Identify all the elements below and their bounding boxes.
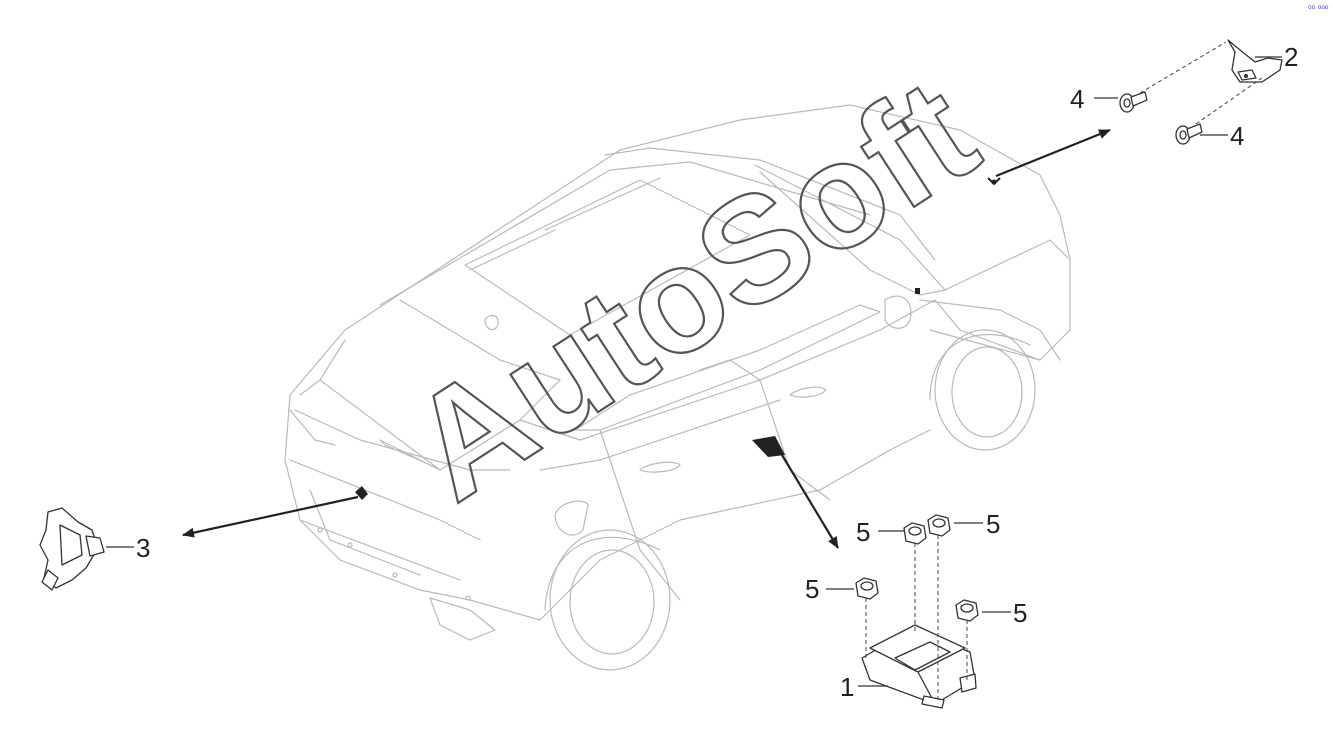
callout-4-left: 4 (1070, 84, 1084, 114)
sensor-mark-front-dot (991, 179, 997, 185)
arrow-to-sensor (182, 495, 359, 538)
sensor-mark-rear (355, 486, 368, 500)
nut-part-top-left (903, 522, 927, 545)
windshield-mark (915, 288, 920, 294)
arrow-to-module (781, 454, 839, 549)
control-module-part (861, 624, 977, 709)
callout-1: 1 (840, 672, 854, 702)
bolt-part-left (1119, 91, 1148, 113)
arrow-to-bracket (995, 128, 1111, 178)
vehicle-outline (284, 104, 1071, 671)
callout-4-right: 4 (1230, 121, 1244, 151)
callout-5-mid-right: 5 (1013, 598, 1027, 628)
callout-2: 2 (1284, 42, 1298, 72)
watermark: AutoSoft (381, 46, 1003, 532)
callout-5-top-right: 5 (986, 509, 1000, 539)
sensor-part (39, 507, 105, 591)
nut-part-mid-right (955, 599, 979, 622)
dash-bolt-right (1195, 77, 1263, 125)
callout-3: 3 (136, 533, 150, 563)
bracket-part (1227, 39, 1283, 83)
nut-part-top-right (927, 514, 951, 537)
bolt-part-right (1175, 123, 1203, 145)
module-mark-side (752, 436, 785, 457)
nut-part-mid-left (855, 577, 879, 600)
callout-5-top-left: 5 (856, 517, 870, 547)
corner-mark: ⁰⁰ ⁰⁰⁰ (1308, 4, 1329, 14)
dash-bolt-left (1139, 41, 1227, 94)
callout-5-mid-left: 5 (805, 574, 819, 604)
